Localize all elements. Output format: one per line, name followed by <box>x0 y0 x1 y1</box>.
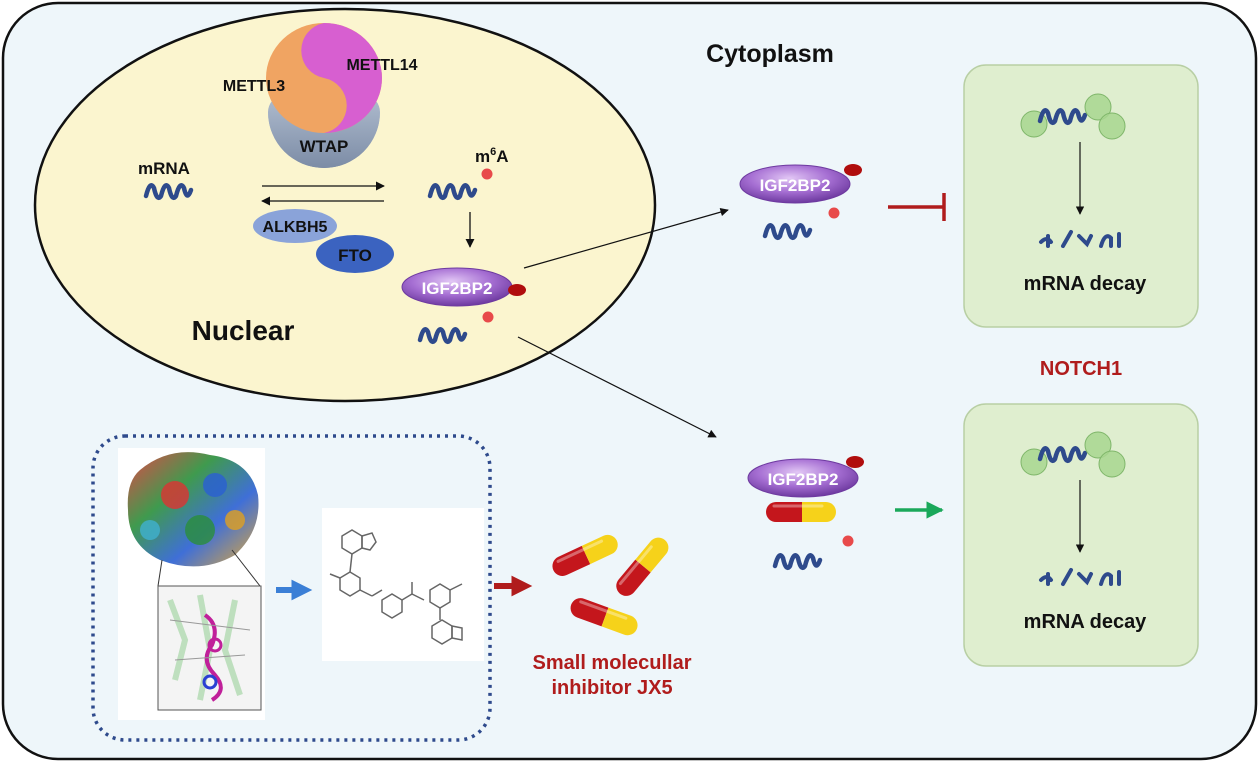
mrna-decay-label-upper: mRNA decay <box>1024 273 1148 295</box>
binding-pocket-detail <box>167 594 251 702</box>
cyto-lower-m6a <box>846 456 864 468</box>
m6a-dot <box>481 168 493 180</box>
cyto-igf2bp2-upper-label: IGF2BP2 <box>760 176 831 195</box>
cytoplasm-label: Cytoplasm <box>706 40 834 68</box>
mettl14-label: METTL14 <box>346 57 417 74</box>
wtap-label: WTAP <box>300 137 349 156</box>
fto-label: FTO <box>338 246 372 265</box>
zoom-line-left <box>157 559 163 587</box>
cyto-igf2bp2-lower-label: IGF2BP2 <box>768 470 839 489</box>
inhibitor-label-line1: Small molecullar <box>533 652 692 674</box>
jx5-chemical-structure <box>329 529 463 645</box>
chemical-structure-frame <box>322 508 484 661</box>
nuclear-igf2bp2-m6a <box>508 284 526 296</box>
inhibitor-label-line2: inhibitor JX5 <box>551 677 672 699</box>
export-arrow-lower <box>517 336 717 438</box>
cyto-lower-m6a-dot <box>842 535 854 547</box>
m6a-label: m6A <box>475 146 509 166</box>
notch1-label: NOTCH1 <box>1040 358 1122 380</box>
nuclear-label: Nuclear <box>192 315 295 346</box>
protein-surface-image <box>127 452 259 567</box>
export-arrow-upper <box>523 208 729 269</box>
nuclear-bound-m6a-dot <box>482 311 494 323</box>
bound-jx5-capsule <box>764 500 838 524</box>
ribosome-upper-c <box>1098 112 1126 140</box>
nuclear-igf2bp2-label: IGF2BP2 <box>422 279 493 298</box>
fto-shape <box>316 235 394 273</box>
cyto-upper-m6a <box>844 164 862 176</box>
mrna-label: mRNA <box>138 159 190 178</box>
ribosome-lower-c <box>1098 450 1126 478</box>
alkbh5-label: ALKBH5 <box>263 219 328 236</box>
mrna-decay-label-lower: mRNA decay <box>1024 611 1148 633</box>
decay-box-lower <box>963 403 1199 667</box>
drug-discovery-panel <box>91 434 492 742</box>
writer-complex <box>266 23 382 168</box>
alkbh5-shape <box>253 209 337 243</box>
cyto-upper-m6a-dot <box>828 207 840 219</box>
mettl3-label: METTL3 <box>223 78 285 95</box>
nucleus <box>33 7 657 403</box>
zoom-line-right <box>231 549 261 587</box>
